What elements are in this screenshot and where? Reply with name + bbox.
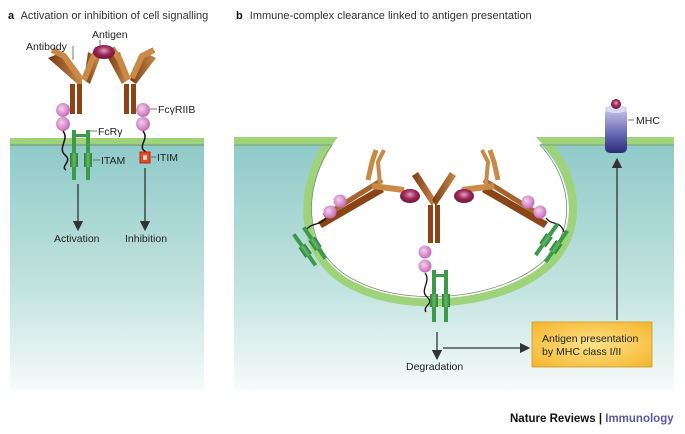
panel-b: b Immune-complex clearance linked to ant… <box>234 10 674 390</box>
footer-journal: Nature Reviews <box>510 413 596 425</box>
antibody-left <box>48 46 101 114</box>
fc-receptor-activating <box>56 103 92 180</box>
panel-a-title: Activation or inhibition of cell signall… <box>21 10 209 22</box>
svg-text:a Activation or inhibiti: a Activation or inhibition of cell signa… <box>8 10 208 22</box>
label-degradation: Degradation <box>406 361 463 373</box>
fc-receptor-right-b <box>521 195 569 264</box>
label-fcgriib: FcγRIIB <box>158 104 195 116</box>
cytoplasm-a <box>10 144 204 390</box>
panel-a-letter: a <box>8 10 15 22</box>
label-presentation-line2: by MHC class I/II <box>542 346 621 358</box>
antibody-right-b <box>461 149 548 228</box>
label-itim: ITIM <box>157 152 178 164</box>
antibody-center <box>412 172 456 243</box>
svg-text:b Immune-complex clearan: b Immune-complex clearance linked to ant… <box>236 10 532 22</box>
label-presentation-line1: Antigen presentation <box>542 333 638 345</box>
label-inhibition: Inhibition <box>125 233 167 245</box>
fc-receptor-left-b <box>292 194 347 267</box>
label-antigen: Antigen <box>92 29 128 41</box>
antigen-presentation-box <box>531 321 653 368</box>
label-antibody: Antibody <box>26 41 68 53</box>
membrane-a <box>10 138 204 145</box>
label-fcrg: FcRγ <box>98 126 123 138</box>
mhc-molecule <box>605 99 627 153</box>
label-mhc: MHC <box>636 115 660 127</box>
footer-section: Immunology <box>605 413 674 425</box>
antibody-right <box>108 46 156 114</box>
antigen-b-left <box>400 189 420 203</box>
antigen-b-right <box>454 189 474 203</box>
fc-receptor-center-b <box>418 245 450 322</box>
footer-separator: | <box>596 413 606 425</box>
panel-a: a Activation or inhibition of cell signa… <box>8 10 208 390</box>
antigen-a <box>93 45 115 59</box>
fc-receptor-inhibitory <box>136 103 151 164</box>
label-activation: Activation <box>54 233 100 245</box>
panel-b-title: Immune-complex clearance linked to antig… <box>250 10 532 22</box>
panel-b-letter: b <box>236 10 243 22</box>
label-itam: ITAM <box>101 155 125 167</box>
footer-credit: Nature Reviews | Immunology <box>510 413 674 425</box>
